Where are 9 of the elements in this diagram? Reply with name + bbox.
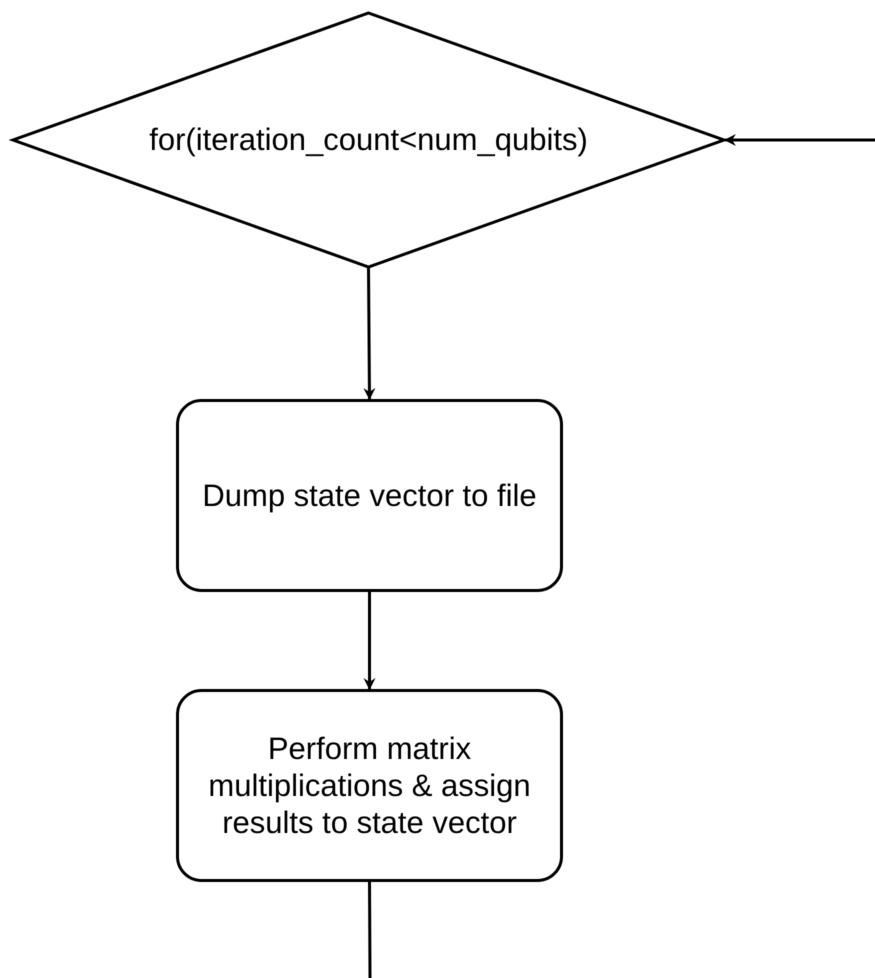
step-text: Perform matrix multiplications & assign results to state vector bbox=[207, 730, 532, 842]
arrow bbox=[363, 268, 376, 400]
process-box bbox=[176, 689, 563, 882]
connector-line bbox=[368, 882, 372, 978]
process-box bbox=[176, 399, 563, 592]
arrow bbox=[364, 592, 376, 690]
arrow bbox=[724, 134, 875, 146]
step-text: Dump state vector to file bbox=[202, 476, 537, 514]
condition-text: for(iteration_count<num_qubits) bbox=[149, 121, 588, 159]
